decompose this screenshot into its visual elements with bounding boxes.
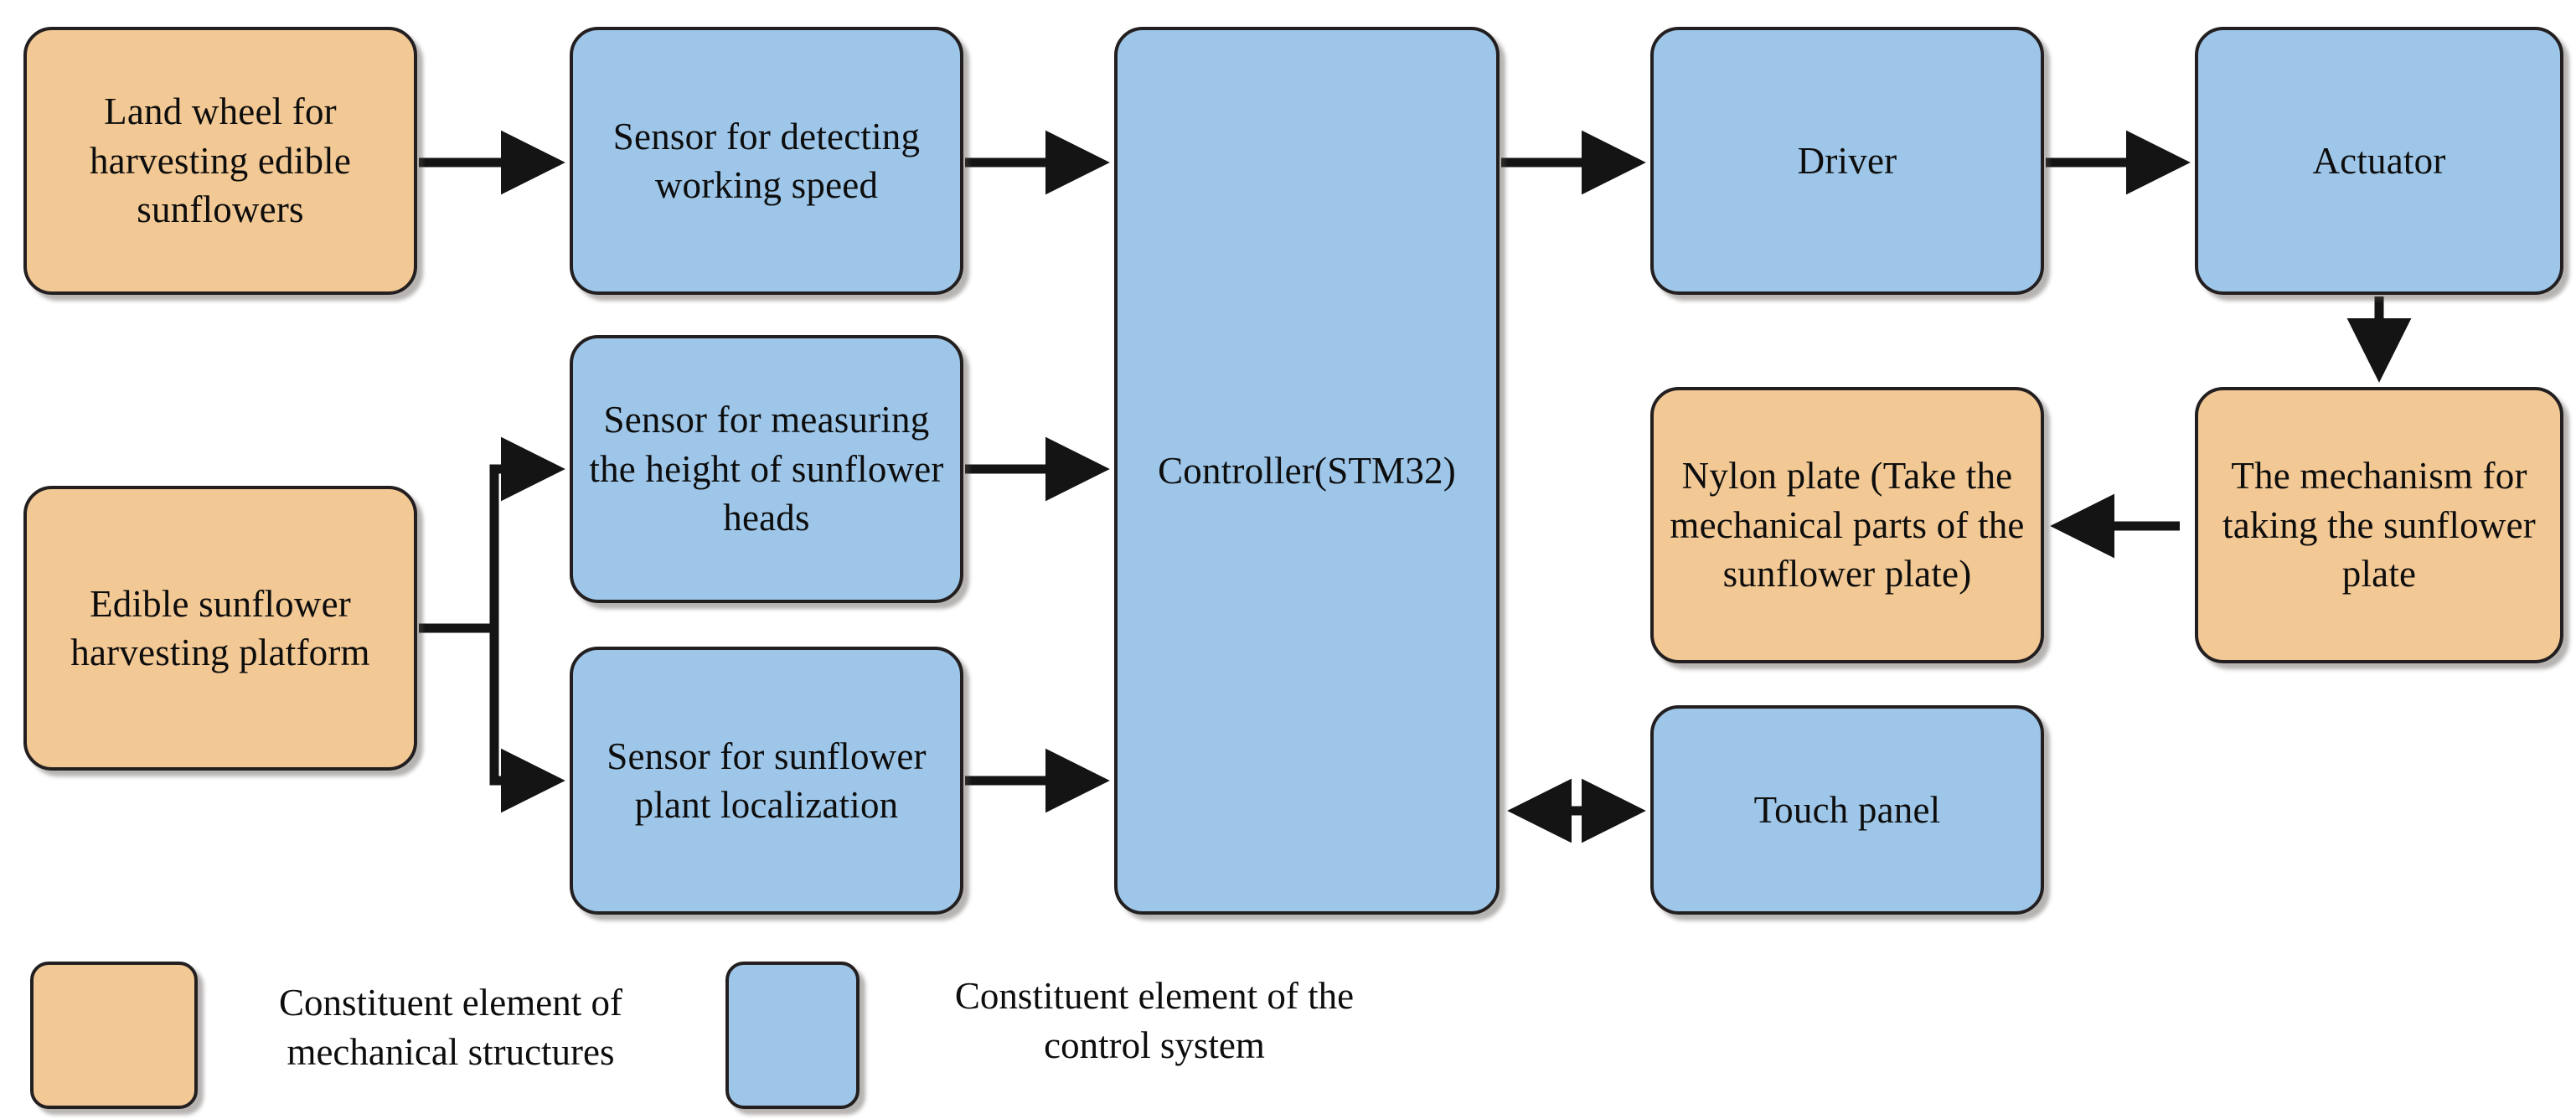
node-label: Touch panel: [1753, 788, 1941, 831]
node-label: Controller(STM32): [1158, 449, 1456, 492]
node-label: Nylon plate (Take the mechanical parts o…: [1670, 455, 2025, 596]
edge-platform-to-localization-sensor: [489, 628, 565, 813]
node-actuator[interactable]: Actuator: [2195, 27, 2563, 295]
node-controller[interactable]: Controller(STM32): [1114, 27, 1500, 915]
node-label: Sensor for measuring the height of sunfl…: [589, 399, 944, 539]
node-nylon-plate[interactable]: Nylon plate (Take the mechanical parts o…: [1650, 387, 2044, 663]
node-sensor-head-height[interactable]: Sensor for measuring the height of sunfl…: [570, 335, 963, 603]
legend-label-control: Constituent element of the control syste…: [954, 975, 1355, 1067]
legend-swatch-control: [725, 962, 860, 1109]
node-sensor-working-speed[interactable]: Sensor for detecting working speed: [570, 27, 963, 295]
node-taking-mechanism[interactable]: The mechanism for taking the sunflower p…: [2195, 387, 2563, 663]
node-driver[interactable]: Driver: [1650, 27, 2044, 295]
node-label: Sensor for sunflower plant localization: [607, 735, 927, 827]
edge-platform-to-height-sensor: [489, 436, 565, 628]
node-label: Edible sunflower harvesting platform: [70, 582, 370, 674]
node-sensor-plant-localization[interactable]: Sensor for sunflower plant localization: [570, 647, 963, 915]
node-label: The mechanism for taking the sunflower p…: [2222, 455, 2536, 596]
node-label: Land wheel for harvesting edible sunflow…: [89, 90, 352, 231]
node-label: Actuator: [2312, 139, 2446, 182]
legend-label-mechanical: Constituent element of mechanical struct…: [279, 982, 622, 1074]
node-harvesting-platform[interactable]: Edible sunflower harvesting platform: [23, 486, 417, 771]
node-touch-panel[interactable]: Touch panel: [1650, 705, 2044, 915]
node-label: Sensor for detecting working speed: [612, 115, 921, 207]
node-label: Driver: [1797, 139, 1897, 182]
legend-swatch-mechanical: [30, 962, 198, 1109]
node-land-wheel[interactable]: Land wheel for harvesting edible sunflow…: [23, 27, 417, 295]
